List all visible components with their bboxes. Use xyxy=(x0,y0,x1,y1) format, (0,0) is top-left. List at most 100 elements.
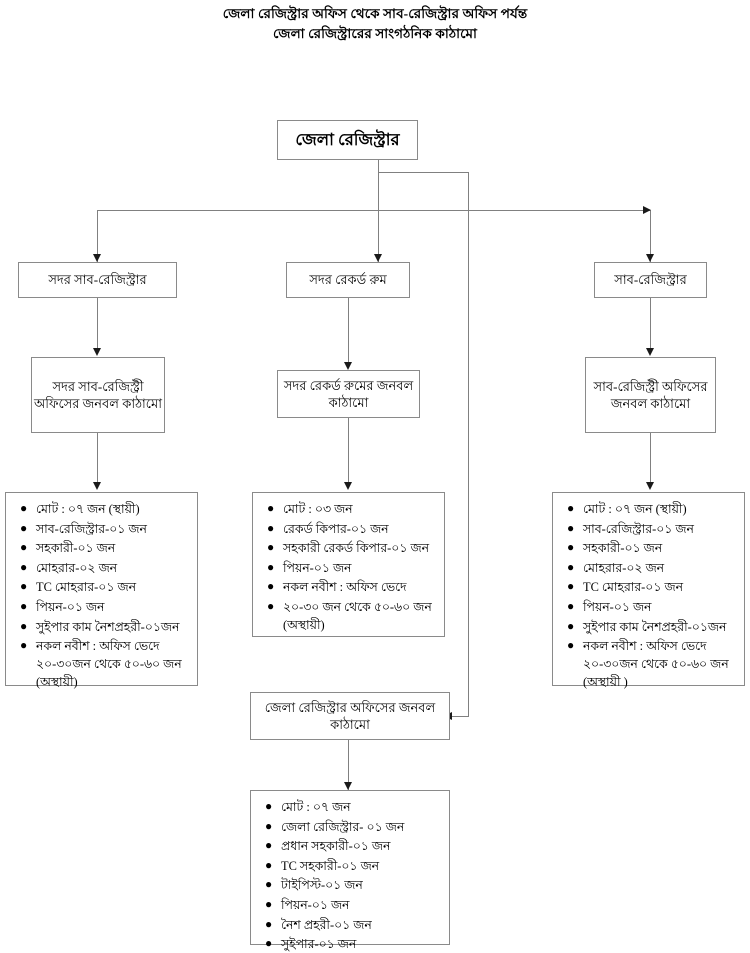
list-item: ●নকল নবীশ : অফিস ভেদে ২০-৩০জন থেকে ৫০-৬০… xyxy=(20,637,191,691)
list-item: ●মোট : ০৭ জন xyxy=(265,798,443,816)
chart-title: জেলা রেজিস্ট্রার অফিস থেকে সাব-রেজিস্ট্র… xyxy=(0,4,750,45)
list-item: ● নকল নবীশ : অফিস ভেদে xyxy=(267,578,438,596)
bullet-icon: ● xyxy=(20,501,28,515)
list-item: ●পিয়ন-০১ জন xyxy=(265,896,443,914)
bullet-icon: ● xyxy=(20,638,28,653)
bullet-icon: ● xyxy=(567,501,575,515)
arrow-to-list-middle xyxy=(343,482,352,490)
list-item-label: পিয়ন-০১ জন xyxy=(583,600,652,615)
node-sub-registrar-label: সাব-রেজিস্ট্রার xyxy=(614,272,687,288)
bullet-icon: ● xyxy=(265,818,273,833)
bullet-icon: ● xyxy=(20,520,28,535)
list-item: ● পিয়ন-০১ জন xyxy=(20,598,191,616)
node-sadar-record-room[interactable]: সদর রেকর্ড রুম xyxy=(286,262,410,298)
list-item: ● নৈশ প্রহরী-০১ জন xyxy=(265,916,443,934)
bullet-icon: ● xyxy=(265,838,273,853)
node-dr-office-staff-structure-label: জেলা রেজিস্ট্রার অফিসের জনবল কাঠামো xyxy=(264,699,436,732)
list-item-label: মোট : ০৭ জন (স্থায়ী) xyxy=(36,502,140,516)
arrow-bus-right-end xyxy=(643,205,651,214)
list-item: ●সুইপার কাম নৈশপ্রহরী-০১জন xyxy=(567,618,738,636)
connector-l2r-to-l3r xyxy=(650,298,651,350)
list-item: ● সাব-রেজিস্ট্রার-০১ জন xyxy=(20,520,191,538)
list-item: ● মোহরার-০২ জন xyxy=(567,559,738,577)
list-item: ● TC মোহরার-০১ জন xyxy=(567,578,738,596)
list-item-label: নকল নবীশ : অফিস ভেদে xyxy=(283,580,407,595)
list-item: ●TC সহকারী-০১ জন xyxy=(265,857,443,875)
list-item-label: মোট : ০৭ জন xyxy=(281,800,351,814)
list-item: ●TC মোহরার-০১ জন xyxy=(20,578,191,596)
connector-branch-left xyxy=(97,210,98,262)
list-sadar-record-room-staff: ●মোট : ০৩ জন●রেকর্ড কিপার-০১ জন●সহকারী র… xyxy=(252,492,445,637)
bullet-icon: ● xyxy=(267,540,275,555)
list-item-label: মোট : ০৭ জন (স্থায়ী) xyxy=(583,502,687,516)
list-item-label: পিয়ন-০১ জন xyxy=(283,560,352,575)
list-item: ●সহকারী-০১ জন xyxy=(20,539,191,557)
list-item: ●নকল নবীশ : অফিস ভেদে ২০-৩০জন থেকে ৫০-৬০… xyxy=(567,637,738,691)
list-item: ●সহকারী রেকর্ড কিপার-০১ জন xyxy=(267,539,438,557)
bullet-icon: ● xyxy=(267,501,275,515)
node-dr-office-staff-structure[interactable]: জেলা রেজিস্ট্রার অফিসের জনবল কাঠামো xyxy=(250,692,450,740)
connector-main-bus xyxy=(97,210,651,211)
list-item-label: টাইপিস্ট-০১ জন xyxy=(281,878,363,893)
bullet-icon: ● xyxy=(265,936,273,951)
list-item: ●সাব-রেজিস্ট্রার-০১ জন xyxy=(567,520,738,538)
node-district-registrar[interactable]: জেলা রেজিস্ট্রার xyxy=(277,120,418,160)
list-item: ● জেলা রেজিস্ট্রার- ০১ জন xyxy=(265,818,443,836)
bullet-icon: ● xyxy=(20,618,28,633)
list-item-label: মোট : ০৩ জন xyxy=(283,502,353,516)
list-item-label: ২০-৩০ জন থেকে ৫০-৬০ জন (অস্থায়ী) xyxy=(283,600,432,633)
list-item: ●সুইপার কাম নৈশপ্রহরী-০১জন xyxy=(20,618,191,636)
list-item-label: সুইপার কাম নৈশপ্রহরী-০১জন xyxy=(583,619,727,634)
list-item-label: নৈশ প্রহরী-০১ জন xyxy=(281,917,372,932)
connector-root-stem xyxy=(378,160,379,210)
list-item-label: মোহরার-০২ জন xyxy=(583,560,665,575)
list-item-label: জেলা রেজিস্ট্রার- ০১ জন xyxy=(281,819,405,834)
list-item-label: TC মোহরার-০১ জন xyxy=(583,580,683,595)
connector-l3r-to-list xyxy=(650,433,651,484)
list-dr-office-staff-items: ●মোট : ০৭ জন●জেলা রেজিস্ট্রার- ০১ জন●প্র… xyxy=(255,798,443,953)
list-item: ● মোট : ০৭ জন (স্থায়ী) xyxy=(567,500,738,518)
connector-branch-mid xyxy=(378,210,379,262)
node-sub-registrar[interactable]: সাব-রেজিস্ট্রার xyxy=(594,262,707,298)
list-item: ●টাইপিস্ট-০১ জন xyxy=(265,876,443,894)
node-sadar-sub-registry-staff-structure[interactable]: সদর সাব-রেজিস্ট্রী অফিসের জনবল কাঠামো xyxy=(31,357,165,433)
arrow-to-list-right xyxy=(645,482,654,490)
list-item-label: পিয়ন-০১ জন xyxy=(36,600,105,615)
bullet-icon: ● xyxy=(265,897,273,912)
connector-root-jog-h xyxy=(378,172,469,173)
list-item: ●সহকারী-০১ জন xyxy=(567,539,738,557)
bullet-icon: ● xyxy=(20,559,28,574)
bullet-icon: ● xyxy=(267,559,275,574)
list-sub-registry-staff: ● মোট : ০৭ জন (স্থায়ী) ●সাব-রেজিস্ট্রার-০… xyxy=(552,492,745,689)
list-dr-office-staff: ●মোট : ০৭ জন●জেলা রেজিস্ট্রার- ০১ জন●প্র… xyxy=(250,790,450,951)
bullet-icon: ● xyxy=(20,599,28,614)
list-item-label: মোহরার-০২ জন xyxy=(36,560,118,575)
arrow-to-level2-mid xyxy=(373,254,382,262)
list-item-label: সাব-রেজিস্ট্রার-০১ জন xyxy=(36,521,147,536)
bullet-icon: ● xyxy=(20,579,28,594)
node-sadar-record-room-staff-structure[interactable]: সদর রেকর্ড রুমের জনবল কাঠামো xyxy=(277,370,420,418)
bullet-icon: ● xyxy=(265,916,273,931)
list-item-label: TC সহকারী-০১ জন xyxy=(281,858,380,873)
list-item: ● সুইপার-০১ জন xyxy=(265,935,443,953)
connector-dr-office-elbow xyxy=(452,716,469,717)
connector-dr-office-long xyxy=(468,210,469,716)
node-sadar-sub-registrar[interactable]: সদর সাব-রেজিস্ট্রার xyxy=(18,262,177,298)
list-sub-registry-staff-items: ● মোট : ০৭ জন (স্থায়ী) ●সাব-রেজিস্ট্রার-০… xyxy=(557,500,738,692)
bullet-icon: ● xyxy=(267,579,275,594)
connector-root-jog-v xyxy=(468,172,469,210)
connector-l2l-to-l3l xyxy=(97,298,98,350)
list-item-label: নকল নবীশ : অফিস ভেদে ২০-৩০জন থেকে ৫০-৬০ … xyxy=(583,639,729,690)
bullet-icon: ● xyxy=(567,579,575,594)
bullet-icon: ● xyxy=(567,559,575,574)
connector-l3l-to-list xyxy=(97,433,98,484)
arrow-to-level3-mid xyxy=(343,362,352,370)
node-sub-registry-staff-structure[interactable]: সাব-রেজিস্ট্রী অফিসের জনবল কাঠামো xyxy=(585,357,716,433)
arrow-to-list-bottom xyxy=(343,782,352,790)
list-item-label: সুইপার-০১ জন xyxy=(281,937,357,952)
list-item: ●২০-৩০ জন থেকে ৫০-৬০ জন (অস্থায়ী) xyxy=(267,598,438,634)
node-sadar-record-room-label: সদর রেকর্ড রুম xyxy=(309,272,387,288)
list-item: ● মোট : ০৭ জন (স্থায়ী) xyxy=(20,500,191,518)
list-item: ● মোট : ০৩ জন xyxy=(267,500,438,518)
